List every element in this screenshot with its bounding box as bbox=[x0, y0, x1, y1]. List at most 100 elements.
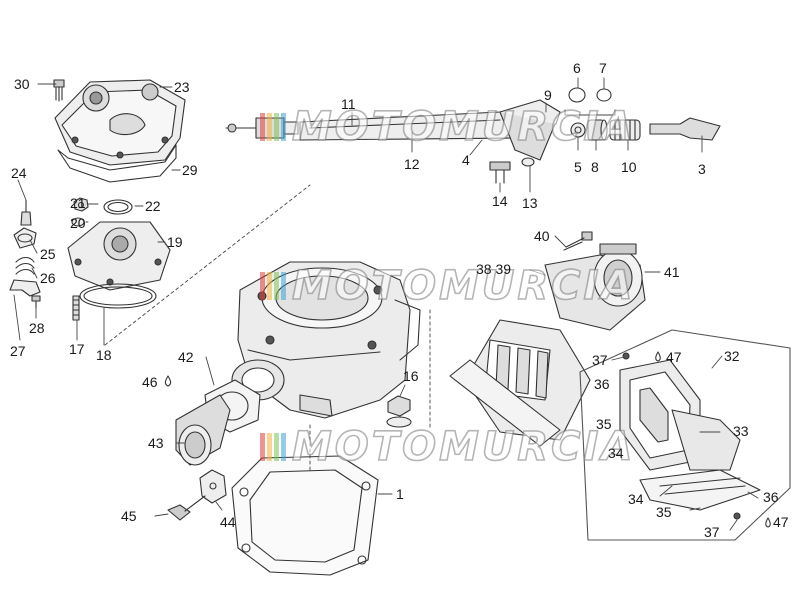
o-ring-6 bbox=[568, 87, 586, 103]
watermark-middle: MOTOMURCIA bbox=[260, 262, 636, 310]
reed-kit-box bbox=[579, 329, 791, 541]
bracket-27 bbox=[9, 279, 41, 297]
nut-16 bbox=[386, 395, 412, 428]
callout-37-bottom: 37 bbox=[704, 524, 720, 540]
callout-30: 30 bbox=[14, 76, 30, 92]
callout-46: 46 bbox=[142, 374, 158, 390]
temperature-sensor bbox=[20, 199, 32, 226]
reed-cage-33 bbox=[619, 359, 741, 471]
cylinder-block bbox=[231, 261, 421, 419]
callout-35-bottom: 35 bbox=[656, 504, 672, 520]
logo-bar-yellow bbox=[267, 113, 272, 141]
callout-34-top: 34 bbox=[608, 445, 624, 461]
callout-47-top: 47 bbox=[666, 349, 682, 365]
cylinder-head bbox=[67, 221, 171, 291]
callout-14: 14 bbox=[492, 193, 508, 209]
callout-20: 20 bbox=[70, 215, 86, 231]
callout-36-top: 36 bbox=[594, 376, 610, 392]
callout-42: 42 bbox=[178, 349, 194, 365]
callout-19: 19 bbox=[167, 234, 183, 250]
callout-21: 21 bbox=[70, 195, 86, 211]
intake-manifold-41 bbox=[544, 243, 646, 331]
callout-32: 32 bbox=[724, 348, 740, 364]
spring-10 bbox=[609, 119, 641, 141]
callout-36-bottom: 36 bbox=[763, 489, 779, 505]
screw-37 bbox=[622, 352, 741, 520]
callout-43: 43 bbox=[148, 435, 164, 451]
callout-28: 28 bbox=[29, 320, 45, 336]
callout-37-top: 37 bbox=[592, 352, 608, 368]
washer-13 bbox=[521, 157, 535, 167]
callout-22: 22 bbox=[145, 198, 161, 214]
base-gasket-1 bbox=[231, 455, 379, 576]
watermark-logo-icon bbox=[260, 272, 286, 300]
callout-12: 12 bbox=[404, 156, 420, 172]
watermark-top: MOTOMURCIA bbox=[260, 103, 636, 151]
callout-47-bottom: 47 bbox=[773, 514, 789, 530]
drop-47 bbox=[655, 351, 661, 362]
callout-5: 5 bbox=[574, 159, 582, 175]
logo-bar-blue bbox=[281, 113, 286, 141]
callout-18: 18 bbox=[96, 347, 112, 363]
head-cover-gasket bbox=[57, 144, 177, 183]
exhaust-manifold-43 bbox=[175, 394, 231, 466]
bolt-40 bbox=[563, 231, 593, 251]
stud-17 bbox=[72, 295, 80, 321]
reed-valve-block bbox=[449, 319, 591, 447]
callout-26: 26 bbox=[40, 270, 56, 286]
callout-13: 13 bbox=[522, 195, 538, 211]
screw-30 bbox=[53, 79, 65, 102]
callout-41: 41 bbox=[664, 264, 680, 280]
callout-25: 25 bbox=[40, 246, 56, 262]
logo-bar-green bbox=[274, 113, 279, 141]
callout-45: 45 bbox=[121, 508, 137, 524]
callout-23: 23 bbox=[174, 79, 190, 95]
watermark-text: MOTOMURCIA bbox=[291, 103, 636, 151]
valve-body-4 bbox=[299, 99, 561, 161]
cylinder-head-cover bbox=[54, 79, 186, 166]
callout-24: 24 bbox=[11, 165, 27, 181]
callout-7: 7 bbox=[599, 60, 607, 76]
sensor-clip-25 bbox=[13, 227, 37, 249]
watermark-logo-icon bbox=[260, 433, 286, 461]
nut-21 bbox=[73, 197, 89, 212]
callout-16: 16 bbox=[403, 368, 419, 384]
callout-11: 11 bbox=[341, 96, 356, 112]
watermark-logo-icon bbox=[260, 113, 286, 141]
callout-38-39: 38 39 bbox=[476, 261, 512, 277]
callout-34-bottom: 34 bbox=[628, 491, 644, 507]
washer-20 bbox=[71, 217, 85, 227]
callout-3: 3 bbox=[698, 161, 706, 177]
washer-5 bbox=[570, 122, 586, 138]
bushing-8 bbox=[587, 119, 608, 141]
callout-8: 8 bbox=[591, 159, 599, 175]
bolt-45 bbox=[167, 495, 206, 521]
callout-4: 4 bbox=[462, 152, 470, 168]
watermark-text: MOTOMURCIA bbox=[291, 423, 636, 471]
callout-17: 17 bbox=[69, 341, 85, 357]
screw-28 bbox=[31, 295, 41, 309]
actuator-3 bbox=[649, 117, 721, 141]
logo-bar-red bbox=[260, 113, 265, 141]
callout-33: 33 bbox=[733, 423, 749, 439]
callout-1: 1 bbox=[396, 486, 404, 502]
callout-29: 29 bbox=[182, 162, 198, 178]
callout-9: 9 bbox=[544, 87, 552, 103]
o-ring-18 bbox=[79, 283, 157, 309]
spring-26 bbox=[15, 256, 35, 275]
callout-44: 44 bbox=[220, 514, 236, 530]
watermark-bottom: MOTOMURCIA bbox=[260, 423, 636, 471]
leader-lines bbox=[13, 77, 759, 531]
watermark-text: MOTOMURCIA bbox=[291, 262, 636, 310]
bracket-44 bbox=[199, 469, 227, 504]
callout-6: 6 bbox=[573, 60, 581, 76]
o-ring-7 bbox=[596, 88, 612, 102]
callout-35-top: 35 bbox=[596, 416, 612, 432]
screw-14 bbox=[489, 161, 511, 184]
drop-46 bbox=[164, 375, 172, 387]
callout-10: 10 bbox=[621, 159, 637, 175]
callout-27: 27 bbox=[10, 343, 26, 359]
callout-40: 40 bbox=[534, 228, 550, 244]
